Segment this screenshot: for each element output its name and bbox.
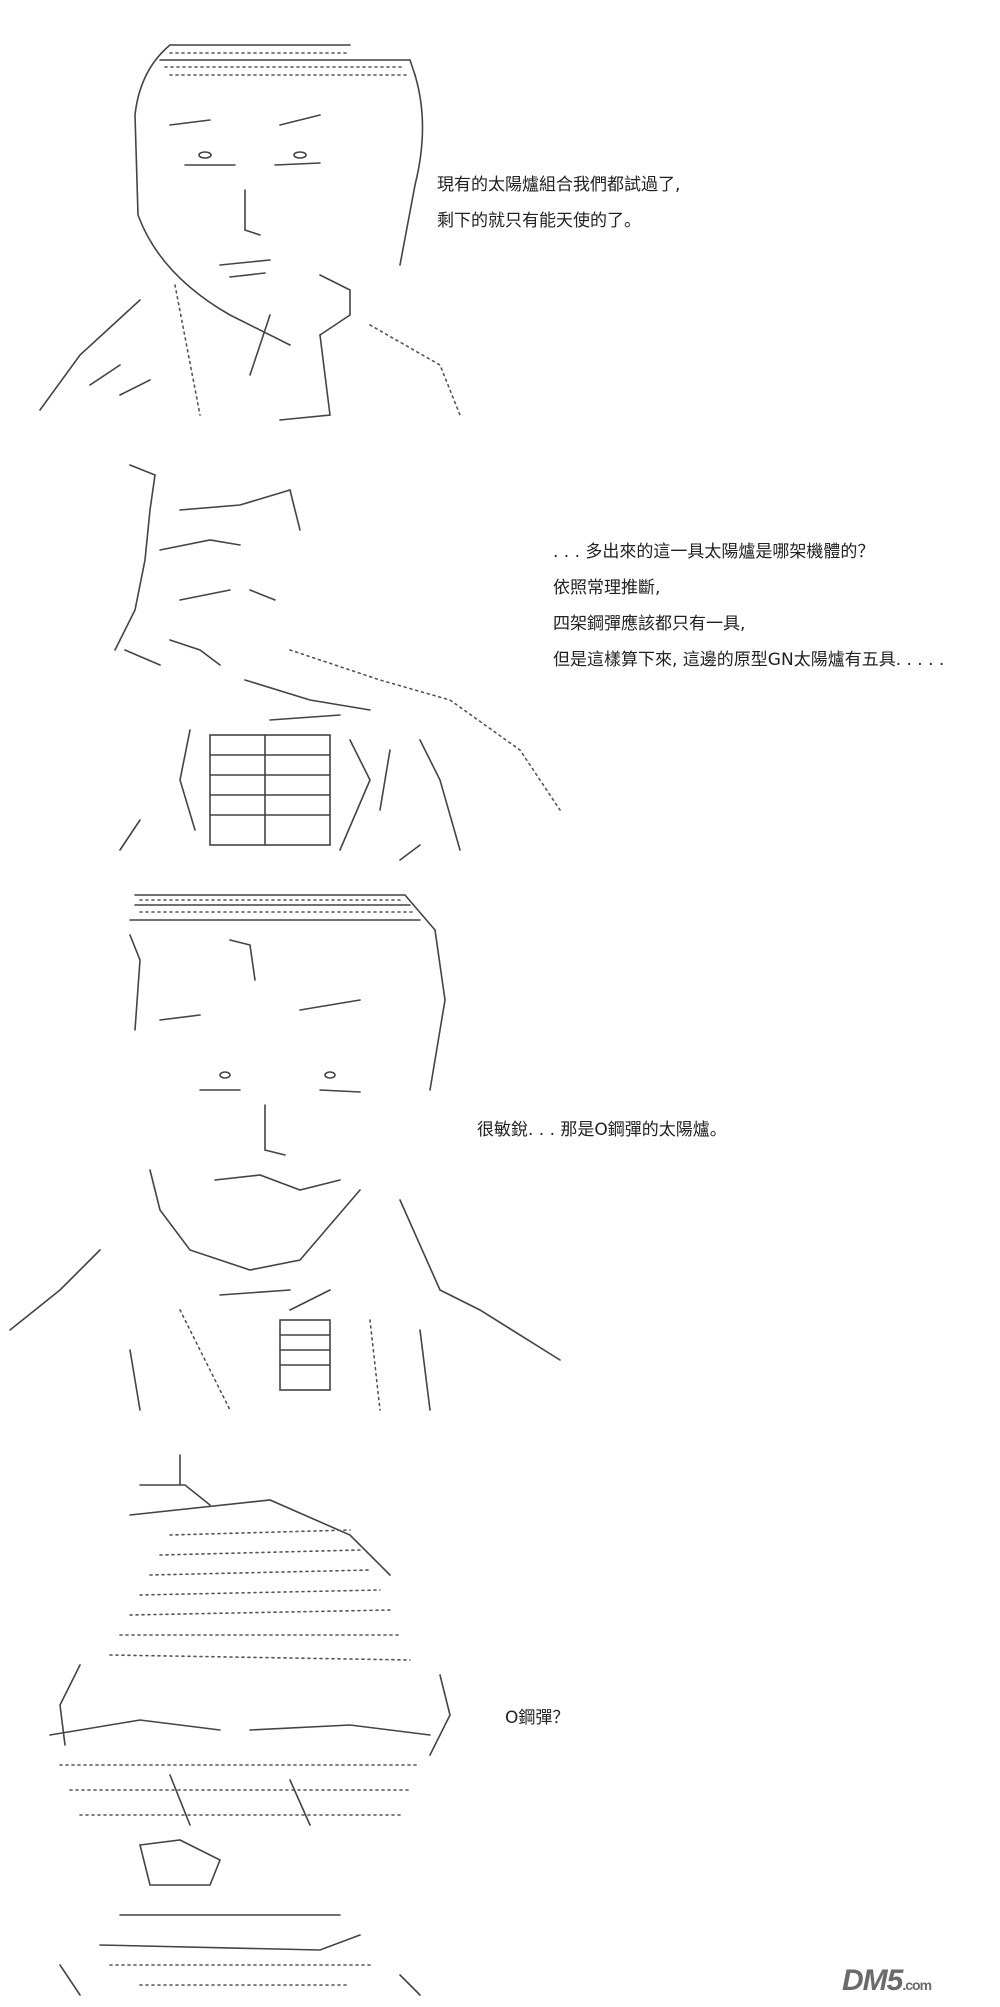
ascii-art-character-2 xyxy=(114,464,561,861)
dialogue-line: 很敏銳. . . 那是O鋼彈的太陽爐。 xyxy=(477,1120,727,1140)
dialogue-1: 現有的太陽爐組合我們都試過了, 剩下的就只有能天使的了。 xyxy=(437,167,680,239)
panel-1: 現有的太陽爐組合我們都試過了, 剩下的就只有能天使的了。 xyxy=(0,0,1000,440)
ascii-art-character-3 xyxy=(9,894,561,1411)
dialogue-line: 四架鋼彈應該都只有一具, xyxy=(553,614,746,634)
dialogue-3: 很敏銳. . . 那是O鋼彈的太陽爐。 xyxy=(477,1112,727,1148)
dm5-logo: DM5.com xyxy=(842,1962,992,2002)
panel-3: 很敏銳. . . 那是O鋼彈的太陽爐。 xyxy=(0,880,1000,1440)
dialogue-line: 剩下的就只有能天使的了。 xyxy=(437,211,641,231)
dialogue-line: 現有的太陽爐組合我們都試過了, xyxy=(437,175,681,195)
dialogue-4: O鋼彈？ xyxy=(505,1700,569,1736)
dialogue-2: . . . 多出來的這一具太陽爐是哪架機體的？ 依照常理推斷, 四架鋼彈應該都只… xyxy=(553,534,944,678)
dialogue-line: 但是這樣算下來, 這邊的原型GN太陽爐有五具. . . . . xyxy=(553,650,945,670)
ascii-art-character-1 xyxy=(39,44,461,421)
dialogue-line: O鋼彈？ xyxy=(505,1708,570,1728)
dialogue-line: 依照常理推斷, xyxy=(553,578,661,598)
panel-4: O鋼彈？ xyxy=(0,1440,1000,2007)
panel-2: . . . 多出來的這一具太陽爐是哪架機體的？ 依照常理推斷, 四架鋼彈應該都只… xyxy=(0,440,1000,880)
logo-text: DM5.com xyxy=(842,1964,932,1997)
dialogue-line: . . . 多出來的這一具太陽爐是哪架機體的？ xyxy=(553,542,875,562)
ascii-art-character-4 xyxy=(49,1454,451,1996)
